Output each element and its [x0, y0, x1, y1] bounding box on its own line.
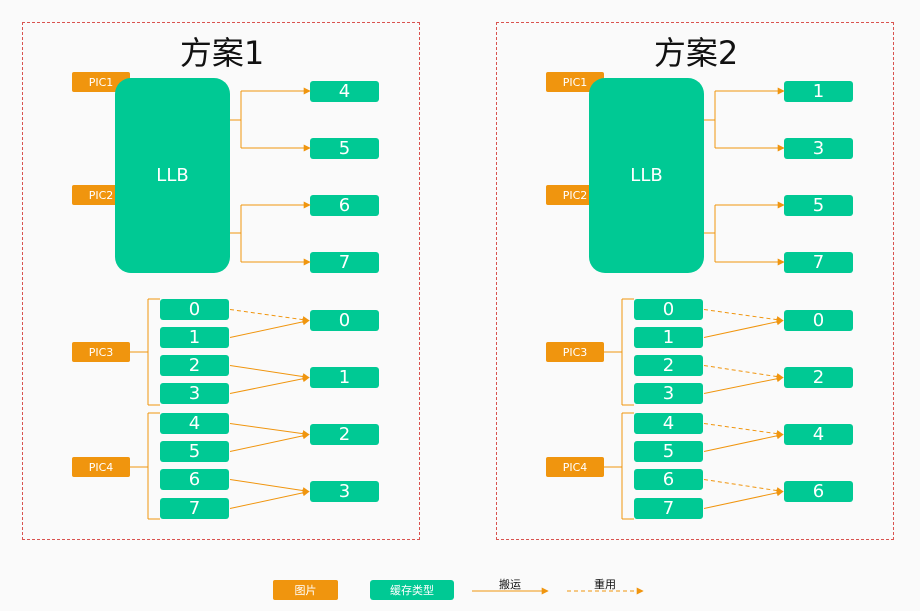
pic3-label: PIC3	[72, 342, 130, 362]
reuse-arrow	[703, 309, 784, 324]
scheme-title: 方案1	[179, 34, 265, 72]
scheme-panel	[496, 22, 894, 540]
llb-target-buffer: 1	[784, 81, 853, 102]
source-buffer: 4	[634, 413, 703, 434]
scheme-panel	[22, 22, 420, 540]
dest-buffer: 6	[784, 481, 853, 502]
move-arrow	[229, 365, 310, 381]
legend-picture-swatch: 图片	[273, 580, 338, 600]
llb-bracket-bottom	[230, 205, 242, 262]
llb-target-buffer: 5	[310, 138, 379, 159]
dest-buffer: 1	[310, 367, 379, 388]
move-arrow	[703, 432, 784, 452]
dest-buffer: 3	[310, 481, 379, 502]
dest-buffer: 2	[784, 367, 853, 388]
llb-target-buffer: 4	[310, 81, 379, 102]
source-buffer: 1	[160, 327, 229, 348]
source-buffer: 3	[160, 383, 229, 404]
move-arrow	[229, 375, 310, 394]
source-buffer: 6	[160, 469, 229, 490]
pic3-label: PIC3	[546, 342, 604, 362]
move-arrow	[229, 489, 310, 509]
legend-move-label: 搬运	[499, 578, 521, 591]
reuse-arrow	[703, 423, 784, 438]
pic3-bracket	[604, 298, 634, 406]
source-buffer: 2	[160, 355, 229, 376]
reuse-arrow	[703, 365, 784, 381]
llb-target-buffer: 3	[784, 138, 853, 159]
reuse-arrow	[229, 309, 310, 324]
llb-target-buffer: 5	[784, 195, 853, 216]
llb-bracket-bottom	[704, 205, 716, 262]
llb-block: LLB	[589, 78, 704, 273]
source-buffer: 7	[634, 498, 703, 519]
source-buffer: 2	[634, 355, 703, 376]
pic3-bracket	[130, 298, 160, 406]
source-buffer: 6	[634, 469, 703, 490]
dest-buffer: 4	[784, 424, 853, 445]
llb-target-buffer: 7	[310, 252, 379, 273]
move-arrow	[229, 479, 310, 495]
legend-cache-swatch: 缓存类型	[370, 580, 454, 600]
pic4-label: PIC4	[546, 457, 604, 477]
scheme-title: 方案2	[653, 34, 739, 72]
llb-bracket-top	[704, 91, 716, 148]
dest-buffer: 2	[310, 424, 379, 445]
source-buffer: 7	[160, 498, 229, 519]
move-arrow	[703, 489, 784, 509]
source-buffer: 5	[160, 441, 229, 462]
source-buffer: 5	[634, 441, 703, 462]
dest-buffer: 0	[784, 310, 853, 331]
pic4-label: PIC4	[72, 457, 130, 477]
move-arrow	[229, 423, 310, 438]
source-buffer: 0	[634, 299, 703, 320]
llb-block: LLB	[115, 78, 230, 273]
source-buffer: 4	[160, 413, 229, 434]
pic4-bracket	[130, 412, 160, 520]
legend-reuse-label: 重用	[594, 578, 616, 591]
llb-target-buffer: 6	[310, 195, 379, 216]
move-arrow	[703, 375, 784, 394]
reuse-arrow	[703, 479, 784, 495]
source-buffer: 3	[634, 383, 703, 404]
move-arrow	[229, 318, 310, 338]
source-buffer: 1	[634, 327, 703, 348]
dest-buffer: 0	[310, 310, 379, 331]
move-arrow	[229, 432, 310, 452]
llb-target-buffer: 7	[784, 252, 853, 273]
source-buffer: 0	[160, 299, 229, 320]
move-arrow	[703, 318, 784, 338]
pic4-bracket	[604, 412, 634, 520]
llb-bracket-top	[230, 91, 242, 148]
